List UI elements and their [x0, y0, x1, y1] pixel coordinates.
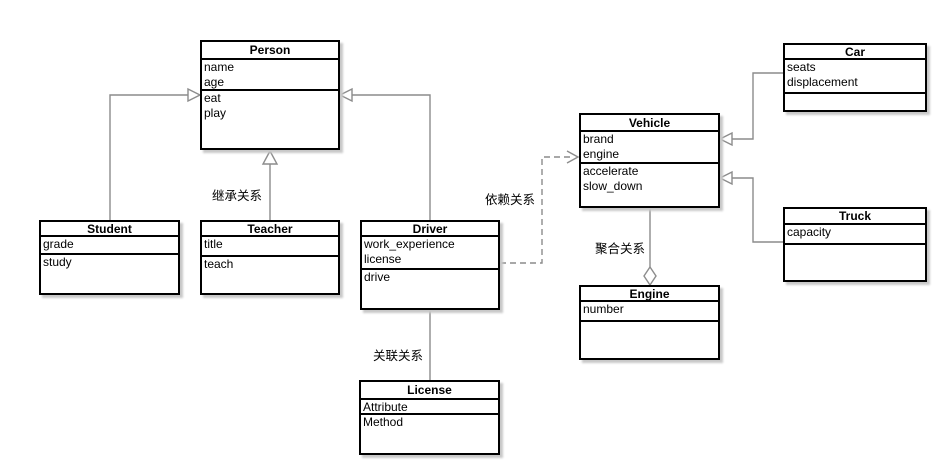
inheritance-label: 继承关系 [211, 189, 263, 203]
inheritance-triangle-icon [338, 87, 353, 103]
attributes-section: work_experience license [362, 237, 498, 270]
attribute-line: brand [583, 132, 614, 146]
method-line: eat [204, 91, 221, 105]
class-teacher[interactable]: Teacher title teach [200, 220, 340, 295]
methods-section [581, 322, 718, 358]
attributes-section: number [581, 302, 718, 322]
association-label: 关联关系 [372, 349, 424, 363]
attributes-section: brand engine [581, 132, 718, 164]
inheritance-edge-student-person[interactable] [109, 87, 202, 220]
attributes-section: title [202, 237, 338, 257]
class-title: Vehicle [581, 115, 718, 132]
method-line: drive [364, 270, 391, 284]
attributes-section: seats displacement [785, 60, 925, 94]
methods-section: Method [361, 415, 498, 453]
attribute-line: grade [43, 237, 74, 251]
class-car[interactable]: Car seats displacement [783, 43, 927, 112]
inheritance-edge-truck-vehicle[interactable] [718, 170, 783, 243]
attribute-line: age [204, 75, 225, 89]
attribute-line: engine [583, 147, 620, 161]
class-vehicle[interactable]: Vehicle brand engine accelerate slow_dow… [579, 113, 720, 208]
class-engine[interactable]: Engine number [579, 285, 720, 360]
class-truck[interactable]: Truck capacity [783, 207, 927, 282]
attributes-section: Attribute [361, 400, 498, 415]
method-line: slow_down [583, 179, 643, 193]
attributes-section: grade [41, 237, 178, 255]
attribute-line: seats [787, 60, 816, 74]
methods-section: drive [362, 270, 498, 308]
methods-section [785, 245, 925, 280]
aggregation-edge-vehicle-engine[interactable] [643, 208, 657, 287]
inheritance-triangle-icon [718, 131, 733, 147]
method-line: play [204, 106, 227, 120]
class-person[interactable]: Person name age eat play [200, 40, 340, 150]
attribute-line: capacity [787, 225, 832, 239]
method-line: study [43, 255, 72, 269]
attribute-line: work_experience [364, 237, 455, 251]
methods-section: teach [202, 257, 338, 293]
class-title: Teacher [202, 222, 338, 237]
aggregation-diamond-icon [643, 265, 657, 287]
class-title: License [361, 382, 498, 400]
inheritance-edge-driver-person[interactable] [338, 87, 431, 220]
class-title: Driver [362, 222, 498, 237]
class-title: Engine [581, 287, 718, 302]
method-line: teach [204, 257, 234, 271]
class-title: Truck [785, 209, 925, 225]
class-license[interactable]: License Attribute Method [359, 380, 500, 455]
class-student[interactable]: Student grade study [39, 220, 180, 295]
open-arrow-icon [566, 150, 580, 164]
attributes-section: name age [202, 60, 338, 91]
dependency-edge-driver-vehicle[interactable] [500, 150, 580, 264]
dependency-label: 依赖关系 [484, 193, 536, 207]
class-title: Student [41, 222, 178, 237]
attribute-line: license [364, 252, 402, 266]
attribute-line: number [583, 302, 624, 316]
method-line: Method [363, 415, 404, 429]
inheritance-triangle-icon [261, 149, 279, 165]
attribute-line: Attribute [363, 400, 408, 414]
attribute-line: title [204, 237, 223, 251]
methods-section: study [41, 255, 178, 293]
attributes-section: capacity [785, 225, 925, 245]
attribute-line: name [204, 60, 235, 74]
aggregation-label: 聚合关系 [594, 242, 646, 256]
methods-section: accelerate slow_down [581, 164, 718, 206]
inheritance-triangle-icon [718, 170, 733, 186]
class-title: Car [785, 45, 925, 60]
inheritance-triangle-icon [187, 87, 202, 103]
method-line: accelerate [583, 164, 639, 178]
class-driver[interactable]: Driver work_experience license drive [360, 220, 500, 310]
class-title: Person [202, 42, 338, 60]
inheritance-edge-car-vehicle[interactable] [718, 72, 783, 147]
attribute-line: displacement [787, 75, 858, 89]
methods-section: eat play [202, 91, 338, 148]
methods-section [785, 94, 925, 110]
inheritance-edge-teacher-person[interactable] [261, 149, 279, 220]
